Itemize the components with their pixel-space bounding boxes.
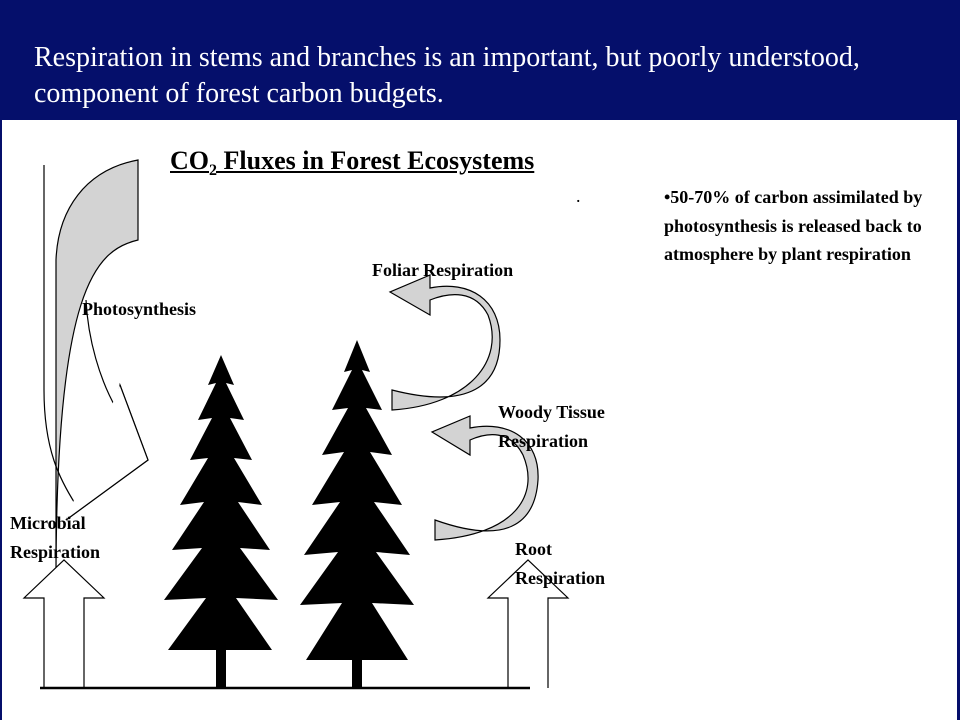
- frame-border-left: [0, 120, 2, 720]
- microbial-respiration-label-line1: Microbial: [10, 513, 86, 533]
- title-rest: Fluxes in Forest Ecosystems: [217, 146, 535, 175]
- woody-respiration-label-line2: Respiration: [498, 431, 588, 451]
- photosynthesis-label: Photosynthesis: [82, 299, 197, 319]
- root-respiration-label-line1: Root: [515, 539, 552, 559]
- microbial-respiration-label-line2: Respiration: [10, 542, 100, 562]
- photosynthesis-arrow: [55, 159, 139, 581]
- microbial-up-arrow: [22, 559, 106, 688]
- photosynthesis-arrow-head: [65, 384, 149, 521]
- slide-heading: Respiration in stems and branches is an …: [34, 42, 860, 109]
- tree-right-icon: [300, 340, 414, 688]
- title-subscript: 2: [209, 162, 217, 180]
- frame-border-right: [957, 0, 960, 720]
- fact-bullet: •50-70% of carbon assimilated by photosy…: [664, 187, 923, 264]
- diagram-title: CO2 Fluxes in Forest Ecosystems: [170, 146, 534, 180]
- foliar-respiration-label: Foliar Respiration: [372, 260, 514, 280]
- slide-header: Respiration in stems and branches is an …: [0, 0, 960, 120]
- stray-dot: .: [576, 186, 581, 206]
- title-co: CO: [170, 146, 209, 175]
- woody-respiration-label-line1: Woody Tissue: [498, 402, 605, 422]
- root-respiration-label-line2: Respiration: [515, 568, 605, 588]
- foliar-respiration-arrow: [388, 274, 501, 411]
- tree-left-icon: [164, 355, 278, 688]
- woody-respiration-arrow: [430, 415, 539, 541]
- root-up-arrow: [486, 559, 570, 688]
